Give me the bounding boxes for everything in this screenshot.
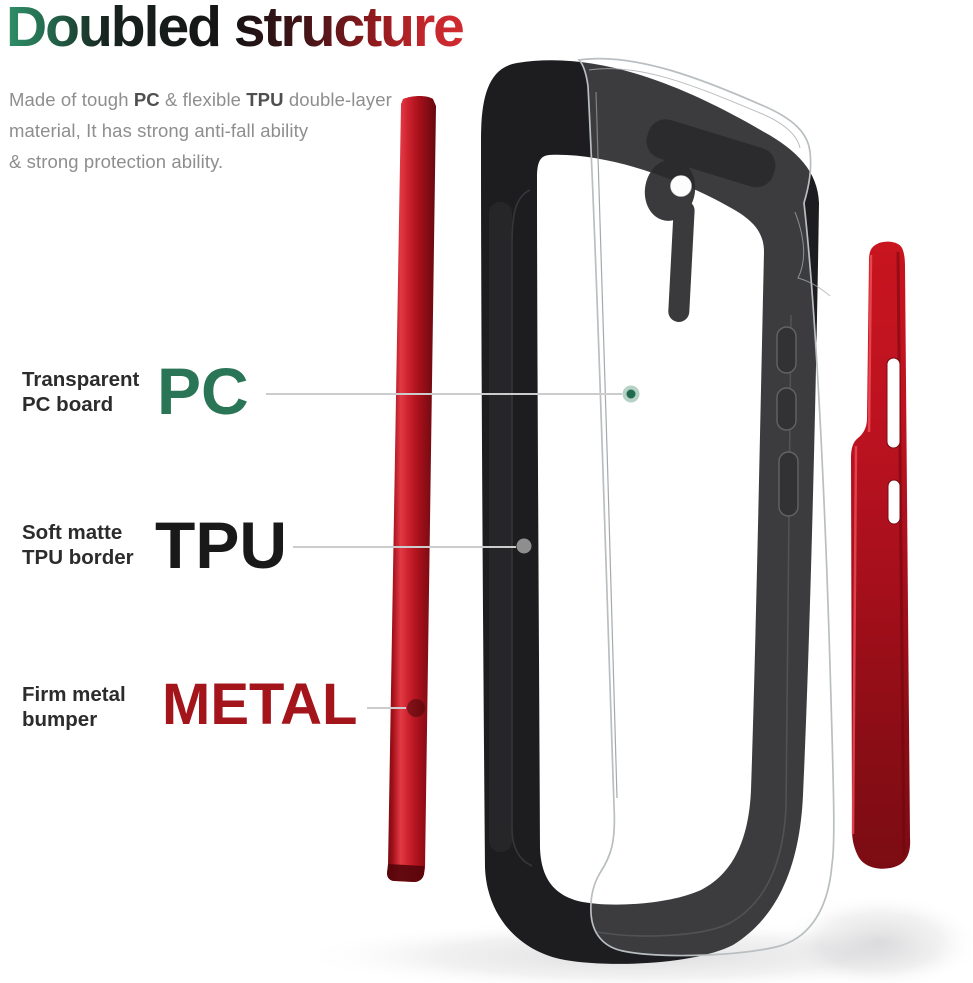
side-rail-dark-seam <box>896 251 906 857</box>
pc-big-text: PC <box>157 354 249 428</box>
tpu-label-line1: Soft matte <box>22 521 123 544</box>
side-rail-slot-bottom <box>887 479 901 525</box>
side-rail-highlight-bottom <box>851 445 858 835</box>
side-button-top <box>776 326 797 374</box>
tpu-marker-dot <box>516 538 532 554</box>
tpu-frame-left-seam <box>511 189 533 867</box>
metal-big-text: METAL <box>162 672 358 737</box>
pc-label-line2: PC board <box>22 393 114 416</box>
side-rail-slot-top <box>886 357 901 449</box>
description-text: & strong protection ability. <box>9 151 224 172</box>
metal-marker-dot <box>407 699 425 717</box>
metal-label-line1: Firm metal <box>22 683 126 706</box>
tpu-big-text: TPU <box>155 508 287 582</box>
leader-lines <box>266 393 622 709</box>
pc-panel-corner-reflection <box>794 211 831 297</box>
description-bold-tpu: TPU <box>246 89 284 110</box>
right-metal-side-rail <box>851 241 911 869</box>
description-text: material, It has strong anti-fall abilit… <box>9 120 309 141</box>
description-text: Made of tough <box>9 89 134 110</box>
page-title: Doubled structure <box>6 0 465 60</box>
description-text: double-layer <box>283 89 392 110</box>
description-text: & flexible <box>159 89 247 110</box>
camera-band <box>646 119 776 188</box>
markers <box>407 385 640 717</box>
pc-panel-left-edge-line <box>595 91 618 799</box>
transparent-pc-back-panel <box>577 57 835 957</box>
side-rail-highlight-top <box>867 254 873 433</box>
tpu-frame <box>481 60 819 964</box>
pc-panel-outline <box>577 57 835 957</box>
side-button-middle <box>776 387 797 431</box>
camera-stem <box>668 200 695 322</box>
camera-hole <box>670 175 692 197</box>
pc-label-line1: Transparent <box>22 368 140 391</box>
tpu-label-line2: TPU border <box>22 546 134 569</box>
camera-cutout-region <box>644 119 776 322</box>
tpu-frame-left-pad <box>489 202 512 852</box>
tpu-frame-body <box>481 60 819 964</box>
metal-bar-bottom-cap <box>387 864 424 882</box>
pc-panel-top-edge-line <box>588 68 801 149</box>
shadow-right <box>780 894 973 983</box>
metal-label-line2: bumper <box>22 708 98 731</box>
side-button-bottom <box>778 451 799 517</box>
metal-bar-body <box>387 96 436 882</box>
description-bold-pc: PC <box>133 89 160 110</box>
description: Made of tough PC & flexible TPU double-l… <box>9 84 392 177</box>
left-metal-bumper-rail <box>387 96 436 882</box>
pc-marker-dot <box>626 389 636 399</box>
